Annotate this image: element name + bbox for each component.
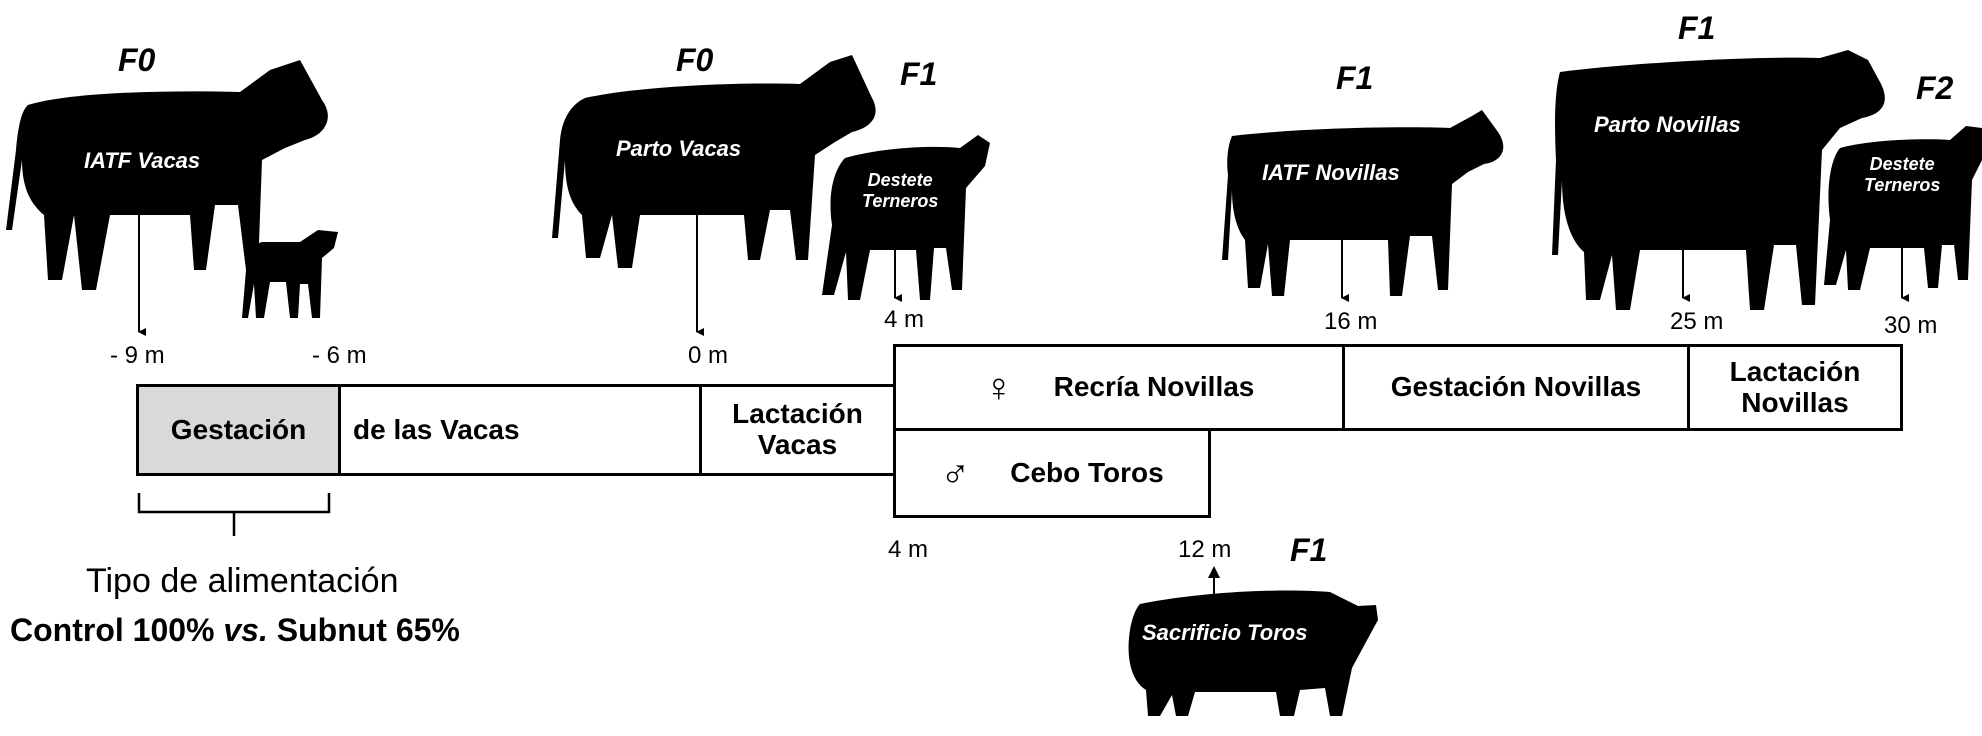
timeline-box-recria-novillas: ♀ Recría Novillas [893, 344, 1345, 431]
tick-label: - 6 m [312, 342, 367, 369]
tick-label: 16 m [1324, 308, 1378, 335]
feeding-groups: Control 100% vs. Subnut 65% [10, 612, 460, 648]
animal-label-destete-terneros: Destete Terneros [862, 170, 939, 211]
generation-label: F1 [900, 56, 938, 92]
cow-icon [1552, 50, 1885, 310]
timeline-box-lactacion-novillas: Lactación Novillas [1687, 344, 1903, 431]
tick-label: 0 m [688, 342, 729, 369]
timeline-box-gestacion-novillas: Gestación Novillas [1342, 344, 1690, 431]
feeding-brace [137, 493, 331, 514]
tick-label: 12 m [1178, 536, 1232, 563]
calf-icon [242, 230, 338, 318]
animal-label-parto-novillas: Parto Novillas [1594, 112, 1741, 137]
bull-icon [1128, 590, 1378, 716]
feeding-title: Tipo de alimentación [86, 562, 399, 600]
tick-label: 4 m [888, 536, 929, 563]
animal-label-destete-terneros: Destete Terneros [1864, 154, 1941, 195]
female-icon: ♀ [983, 365, 1014, 410]
generation-label: F0 [676, 42, 714, 78]
timeline-box-gestacion: Gestación [136, 384, 341, 476]
tick-label: 30 m [1884, 312, 1938, 339]
animal-label-iatf-vacas: IATF Vacas [84, 148, 201, 173]
generation-label: F1 [1290, 532, 1328, 568]
heifer-icon [1222, 110, 1504, 296]
tick-label: 4 m [884, 306, 925, 333]
generation-label: F1 [1336, 60, 1374, 96]
generation-label: F2 [1916, 70, 1954, 106]
timeline-box-cebo-toros: ♂ Cebo Toros [893, 428, 1211, 518]
generation-label: F0 [118, 42, 156, 78]
tick-label: - 9 m [110, 342, 165, 369]
timeline-box-lactacion-vacas: Lactación Vacas [699, 384, 896, 476]
animal-label-parto-vacas: Parto Vacas [616, 136, 742, 161]
tick-label: 25 m [1670, 308, 1724, 335]
timeline-box-de-las-vacas: de las Vacas [338, 384, 702, 476]
male-icon: ♂ [940, 451, 971, 495]
animal-label-sacrificio-toros: Sacrificio Toros [1142, 620, 1308, 645]
generation-label: F1 [1678, 10, 1716, 46]
calf-icon [822, 135, 990, 300]
animal-label-iatf-novillas: IATF Novillas [1262, 160, 1400, 185]
cow-icon [552, 55, 876, 268]
cow-icon [6, 60, 328, 290]
